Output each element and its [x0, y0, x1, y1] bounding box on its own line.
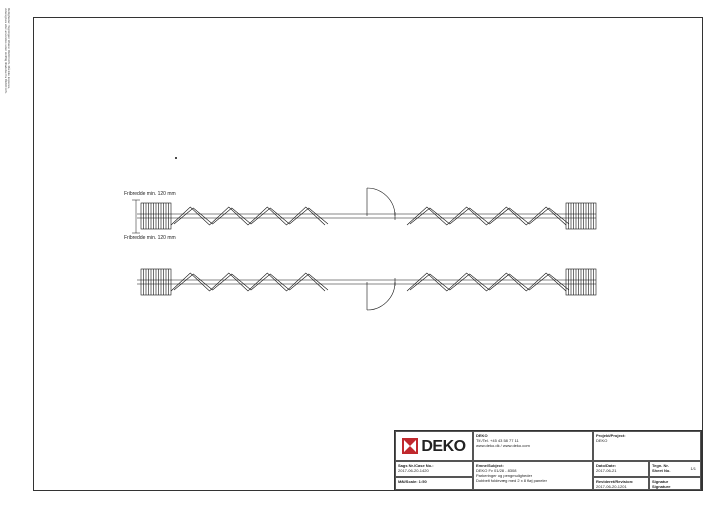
- subject-line-1: DEKO Fv 01/28 - 8308: [476, 468, 517, 473]
- deko-logo-icon: [402, 438, 419, 454]
- folding-wall-top: [137, 187, 597, 230]
- date-cell: Dato/Date: 2017-06-21: [593, 461, 649, 477]
- clearance-label-bottom: Fribredde min. 120 mm: [124, 235, 176, 241]
- revision-value: 2017-06-20-1201: [596, 484, 627, 489]
- company-web[interactable]: www.deko.dk / www.deko.com: [476, 443, 530, 448]
- clearance-dimension: [132, 199, 140, 234]
- scale-label: Mål/Scale: 1:50: [398, 479, 427, 484]
- revision-cell: Revideret/Revision: 2017-06-20-1201: [593, 477, 649, 490]
- subject-line-2: Parkeringer og pengmuligheder: [476, 473, 533, 478]
- copyright-note: Rettigheder: Tegningen tilhører DEKO A/S…: [4, 8, 11, 94]
- case-cell: Sags Nr./Case No.: 2017-06-20-1420: [395, 461, 473, 477]
- scale-cell: Mål/Scale: 1:50: [395, 477, 473, 490]
- subject-cell: Emne/Subject: DEKO Fv 01/28 - 8308 Parke…: [473, 461, 593, 490]
- door-swing: [366, 278, 396, 311]
- date-value: 2017-06-21: [596, 468, 617, 473]
- sheet-label: Tegn. Nr.: [652, 463, 669, 468]
- panel-stack-right: [565, 202, 597, 230]
- drawing-sheet-border: [33, 17, 703, 491]
- folding-panels-left: [170, 272, 329, 292]
- project-value: DEKO: [596, 438, 608, 443]
- reference-dot: [175, 157, 177, 159]
- panel-stack-left: [140, 268, 172, 296]
- copyright-line-2: videregives eller anvendes uden skriftli…: [4, 8, 8, 94]
- company-cell: DEKO Tlf./Tel. +45 43 58 77 11 www.deko.…: [473, 431, 593, 461]
- subject-line-3: Dobbelt foldevæg med 2 x 8 fløj paneler: [476, 478, 547, 483]
- date-label: Dato/Date:: [596, 463, 617, 468]
- revision-label: Revideret/Revision:: [596, 479, 634, 484]
- folding-panels-right: [406, 272, 570, 292]
- copyright-line-1: Rettigheder: Tegningen tilhører DEKO A/S…: [7, 8, 11, 89]
- signature-label: Signatur: [652, 479, 669, 484]
- project-cell: Projekt/Project: DEKO: [593, 431, 701, 461]
- case-label: Sags Nr./Case No.:: [398, 463, 434, 468]
- logo-wordmark: DEKO: [421, 437, 466, 455]
- folding-wall-bottom: [137, 268, 597, 311]
- clearance-label-top: Fribredde min. 120 mm: [124, 191, 176, 197]
- title-block: DEKO DEKO Tlf./Tel. +45 43 58 77 11 www.…: [394, 430, 702, 491]
- logo-cell: DEKO: [395, 431, 473, 461]
- panel-stack-right: [565, 268, 597, 296]
- folding-panels-left: [170, 206, 329, 226]
- sheet-cell: Tegn. Nr. Sheet No. 1/1: [649, 461, 701, 477]
- folding-panels-right: [406, 206, 570, 226]
- project-label: Projekt/Project:: [596, 433, 626, 438]
- sheet-value: 1/1: [690, 466, 696, 471]
- panel-stack-left: [140, 202, 172, 230]
- signature-label-en: Signature: [652, 484, 671, 489]
- case-value: 2017-06-20-1420: [398, 468, 429, 473]
- subject-label: Emne/Subject:: [476, 463, 504, 468]
- sheet-label-en: Sheet No.: [652, 468, 671, 473]
- company-phone: Tlf./Tel. +45 43 58 77 11: [476, 438, 519, 443]
- company-name: DEKO: [476, 433, 488, 438]
- door-swing: [366, 187, 396, 220]
- signature-cell: Signatur Signature: [649, 477, 701, 490]
